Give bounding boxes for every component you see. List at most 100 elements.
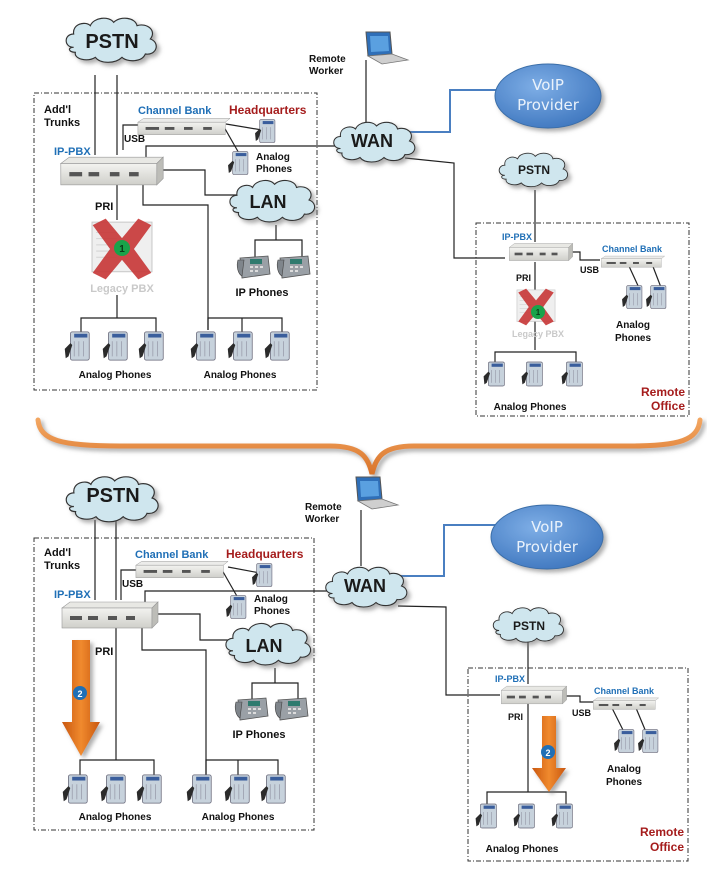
voip-provider-ellipse: [490, 504, 604, 570]
pri-label: PRI: [95, 201, 113, 213]
step-1-badge: [114, 240, 130, 256]
analog-phones-right-label: Analog Phones: [202, 812, 275, 823]
analog-phone-icon: [138, 331, 164, 361]
lan-label: LAN: [250, 192, 287, 212]
ip-pbx-device: [60, 156, 164, 186]
analog-phone-icon: [613, 729, 635, 753]
analog-phone-icon: [254, 119, 276, 143]
analog-phone-icon: [100, 774, 126, 804]
analog-phone-icon: [521, 361, 543, 387]
headquarters-boundary: [33, 92, 318, 391]
lan-label: LAN: [246, 636, 283, 656]
ip-pbx-label: IP-PBX: [54, 146, 91, 158]
remote-channel-bank-device: [600, 255, 666, 268]
remote-usb-label: USB: [572, 708, 592, 718]
connections: [79, 510, 647, 804]
connections: [80, 60, 663, 362]
remote-channel-bank-label: Channel Bank: [594, 686, 655, 696]
analog-phone-icon: [225, 595, 247, 619]
remote-channel-bank-label: Channel Bank: [602, 244, 663, 254]
remote-ip-pbx-device: [508, 243, 574, 261]
ip-pbx-label: IP-PBX: [54, 589, 91, 601]
remote-usb-label: USB: [580, 265, 600, 275]
remote-ip-pbx-label: IP-PBX: [495, 674, 525, 684]
wan-label: WAN: [344, 576, 386, 596]
analog-phone-icon: [190, 331, 216, 361]
ip-phone-icon: [274, 697, 309, 721]
headquarters-boundary: [33, 537, 315, 831]
pstn-label: PSTN: [86, 485, 139, 507]
usb-label: USB: [124, 134, 145, 145]
pstn-label: PSTN: [85, 31, 138, 53]
analog-phone-icon: [251, 563, 273, 587]
ip-phone-icon: [276, 255, 311, 279]
headquarters-label: Headquarters: [229, 103, 307, 117]
analog-phone-icon: [136, 774, 162, 804]
analog-phone-icon: [227, 331, 253, 361]
remote-analog-phones-label: Analog Phones: [494, 402, 567, 413]
ip-phones-label: IP Phones: [233, 729, 286, 741]
analog-phone-icon: [224, 774, 250, 804]
ip-phone-icon: [234, 697, 269, 721]
remote-pri-label: PRI: [508, 712, 523, 722]
analog-phone-icon: [645, 285, 667, 309]
step-1-badge: [531, 305, 545, 319]
analog-phone-icon: [637, 729, 659, 753]
analog-phone-icon: [227, 151, 249, 175]
analog-phone-icon: [64, 331, 90, 361]
analog-phone-icon: [62, 774, 88, 804]
remote-channel-bank-device: [593, 697, 659, 710]
ip-phone-icon: [236, 255, 271, 279]
channel-bank-label: Channel Bank: [138, 105, 212, 117]
ip-pbx-device: [61, 601, 159, 629]
remote-pstn-label: PSTN: [518, 163, 550, 177]
remote-ip-pbx-device: [500, 685, 568, 705]
remote-legacy-pbx-label: Legacy PBX: [512, 329, 564, 339]
channel-bank-label: Channel Bank: [135, 549, 209, 561]
analog-phones-left-label: Analog Phones: [79, 370, 152, 381]
analog-phones-left-label: Analog Phones: [79, 812, 152, 823]
remote-office-boundary: [467, 667, 689, 862]
ip-phones-label: IP Phones: [236, 287, 289, 299]
channel-bank-device: [135, 560, 229, 579]
analog-phone-icon: [483, 361, 505, 387]
voip-provider-ellipse: [494, 63, 602, 129]
step-2-number: 2: [545, 748, 550, 758]
analog-phone-icon: [475, 803, 497, 829]
pri-label: PRI: [95, 646, 113, 658]
analog-phone-icon: [621, 285, 643, 309]
step-1-number: 1: [536, 308, 541, 317]
wan-label: WAN: [351, 131, 393, 151]
usb-label: USB: [122, 579, 143, 590]
step-2-badge: [541, 745, 555, 759]
analog-phones-right-label: Analog Phones: [204, 370, 277, 381]
analog-phone-icon: [102, 331, 128, 361]
legacy-pbx-label: Legacy PBX: [90, 283, 154, 295]
laptop-icon: [355, 476, 399, 510]
laptop-icon: [365, 31, 409, 65]
step-2-number: 2: [77, 689, 82, 699]
analog-phone-icon: [561, 361, 583, 387]
remote-analog-phones-label: Analog Phones: [486, 844, 559, 855]
remote-pstn-label: PSTN: [513, 619, 545, 633]
analog-phone-icon: [551, 803, 573, 829]
channel-bank-device: [137, 117, 231, 136]
analog-phone-icon: [186, 774, 212, 804]
step-2-badge: [73, 686, 87, 700]
analog-phone-icon: [264, 331, 290, 361]
remote-pri-label: PRI: [516, 273, 531, 283]
